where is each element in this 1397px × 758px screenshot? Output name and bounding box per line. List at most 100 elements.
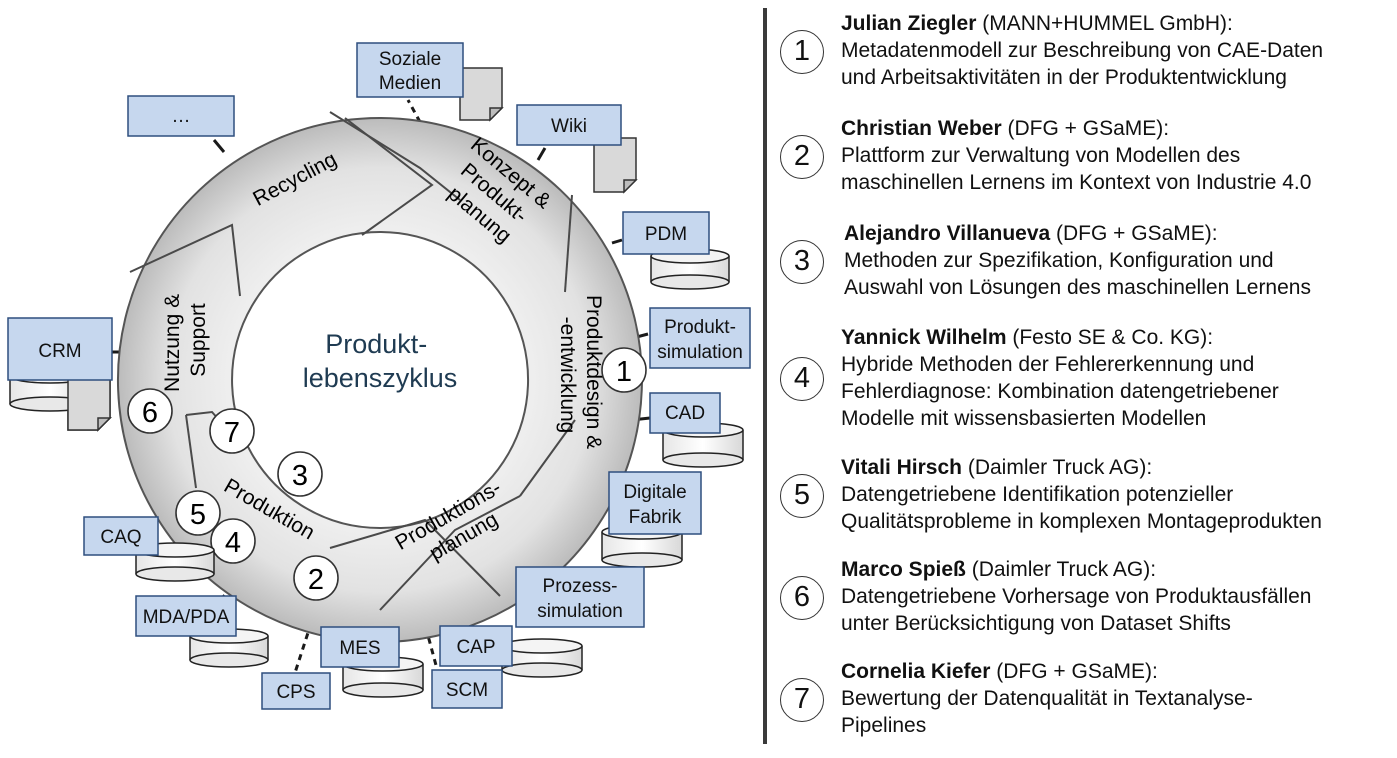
marker-2: 2 (293, 555, 339, 601)
database-icon-cap (501, 638, 583, 678)
marker-2-label: 2 (308, 564, 324, 596)
system-label-line: CRM (38, 341, 81, 362)
system-box-mes (320, 626, 400, 668)
legend-entry-5: 5 Vitali Hirsch (Daimler Truck AG): Date… (778, 454, 1388, 554)
document-icon (97, 417, 112, 432)
system-box-pdm (622, 211, 710, 255)
system-label-line: CAQ (100, 527, 141, 548)
topic-line: Modelle mit wissensbasierten Modellen (841, 407, 1207, 430)
document-icon (623, 179, 638, 194)
system-box-prozesssimulation (515, 566, 645, 628)
phase-nutzung-line: Nutzung & (161, 294, 184, 392)
marker-6-label: 6 (142, 397, 158, 429)
system-box-cps (261, 672, 331, 710)
document-icon (489, 107, 504, 122)
lifecycle-ring (116, 117, 643, 643)
lifecycle-diagram: Produkt- lebenszyklus Konzept & Produkt-… (7, 42, 751, 710)
legend-entry-text: Julian Ziegler (MANN+HUMMEL GmbH): Metad… (841, 10, 1397, 91)
phase-design-line: Produktdesign & (582, 295, 605, 449)
system-label-cad: CAD (665, 403, 705, 424)
researcher-name: Julian Ziegler (841, 12, 977, 35)
system-label-line: MES (339, 638, 380, 659)
legend-entry-text: Vitali Hirsch (Daimler Truck AG): Dateng… (841, 454, 1397, 535)
legend-entry-text: Alejandro Villanueva (DFG + GSaME): Meth… (844, 220, 1397, 301)
system-label-dots: … (172, 106, 191, 127)
topic-line: maschinellen Lernens im Kontext von Indu… (841, 171, 1312, 194)
legend-entry-7: 7 Cornelia Kiefer (DFG + GSaME): Bewertu… (778, 658, 1388, 758)
researcher-name: Cornelia Kiefer (841, 660, 991, 683)
topic-line: und Arbeitsaktivitäten in der Produktent… (841, 66, 1287, 89)
topic-line: unter Berücksichtigung von Dataset Shift… (841, 612, 1231, 635)
system-box-mda-pda (135, 595, 237, 637)
system-label-wiki: Wiki (551, 116, 587, 137)
legend-entry-text: Christian Weber (DFG + GSaME): Plattform… (841, 115, 1397, 196)
researcher-name: Yannick Wilhelm (841, 326, 1007, 349)
researcher-name: Vitali Hirsch (841, 456, 962, 479)
legend-entry-1: 1 Julian Ziegler (MANN+HUMMEL GmbH): Met… (778, 10, 1388, 110)
database-icon-pdm (650, 248, 730, 290)
marker-7: 7 (209, 408, 255, 454)
system-label-line: MDA/PDA (143, 607, 230, 628)
center-title-line: lebenszyklus (303, 363, 458, 393)
topic-line: Hybride Methoden der Fehlererkennung und (841, 353, 1255, 376)
researcher-affiliation: (DFG + GSaME): (1001, 117, 1170, 140)
system-label-line: Wiki (551, 116, 587, 137)
phase-design: Produktdesign & -entwicklung (556, 295, 605, 455)
topic-line: Auswahl von Lösungen des maschinellen Le… (844, 276, 1311, 299)
marker-1-label: 1 (616, 356, 632, 388)
system-label-line: CPS (276, 682, 315, 703)
system-label-pdm: PDM (645, 224, 687, 245)
center-title-line: Produkt- (325, 329, 427, 359)
system-box-caq (83, 516, 159, 556)
topic-line: Methoden zur Spezifikation, Konfiguratio… (844, 249, 1274, 272)
system-label-line: simulation (537, 601, 623, 622)
topic-line: Datengetriebene Vorhersage von Produktau… (841, 585, 1312, 608)
topic-line: Fehlerdiagnose: Kombination datengetrieb… (841, 380, 1279, 403)
legend-number-badge: 6 (780, 576, 824, 620)
system-box-dots (127, 95, 235, 137)
system-label-line: Medien (379, 73, 441, 94)
researcher-affiliation: (DFG + GSaME): (990, 660, 1158, 683)
system-label-produktsimulation: Produkt-simulation (657, 317, 743, 363)
system-label-cap: CAP (456, 637, 495, 658)
legend-number-badge: 1 (780, 30, 824, 74)
system-box-cad (649, 392, 721, 434)
system-label-line: PDM (645, 224, 687, 245)
legend-number-badge: 2 (780, 135, 824, 179)
phase-design-line: -entwicklung (556, 317, 579, 434)
marker-4-label: 4 (225, 527, 241, 559)
legend-entry-text: Yannick Wilhelm (Festo SE & Co. KG): Hyb… (841, 324, 1397, 432)
system-label-line: Produkt- (664, 317, 736, 338)
divider-line (763, 8, 767, 744)
system-box-cap (439, 625, 513, 667)
legend-entry-text: Cornelia Kiefer (DFG + GSaME): Bewertung… (841, 658, 1397, 739)
marker-3-label: 3 (292, 460, 308, 492)
system-label-line: Digitale (623, 482, 686, 503)
system-label-line: Fabrik (629, 507, 682, 528)
phase-chevrons (129, 111, 576, 611)
system-label-scm: SCM (446, 680, 488, 701)
system-label-cps: CPS (276, 682, 315, 703)
topic-line: Plattform zur Verwaltung von Modellen de… (841, 144, 1241, 167)
marker-4: 4 (210, 518, 256, 564)
system-label-line: CAP (456, 637, 495, 658)
legend-entry-6: 6 Marco Spieß (Daimler Truck AG): Dateng… (778, 556, 1388, 656)
topic-line: Pipelines (841, 714, 927, 737)
researcher-affiliation: (Daimler Truck AG): (965, 558, 1157, 581)
legend-entry-text: Marco Spieß (Daimler Truck AG): Datenget… (841, 556, 1397, 637)
marker-1: 1 (601, 347, 647, 393)
system-box-produktsimulation (649, 307, 751, 369)
legend-entry-2: 2 Christian Weber (DFG + GSaME): Plattfo… (778, 115, 1388, 215)
system-label-prozesssimulation: Prozess-simulation (537, 576, 623, 622)
legend-number-badge: 7 (780, 678, 824, 722)
system-label-line: Prozess- (543, 576, 618, 597)
system-label-mes: MES (339, 638, 380, 659)
system-label-line: CAD (665, 403, 705, 424)
center-title: Produkt- lebenszyklus (303, 329, 458, 393)
topic-line: Metadatenmodell zur Beschreibung von CAE… (841, 39, 1324, 62)
researcher-affiliation: (Festo SE & Co. KG): (1006, 326, 1214, 349)
marker-3: 3 (277, 451, 323, 497)
system-label-line: simulation (657, 342, 743, 363)
researcher-affiliation: (Daimler Truck AG): (962, 456, 1153, 479)
